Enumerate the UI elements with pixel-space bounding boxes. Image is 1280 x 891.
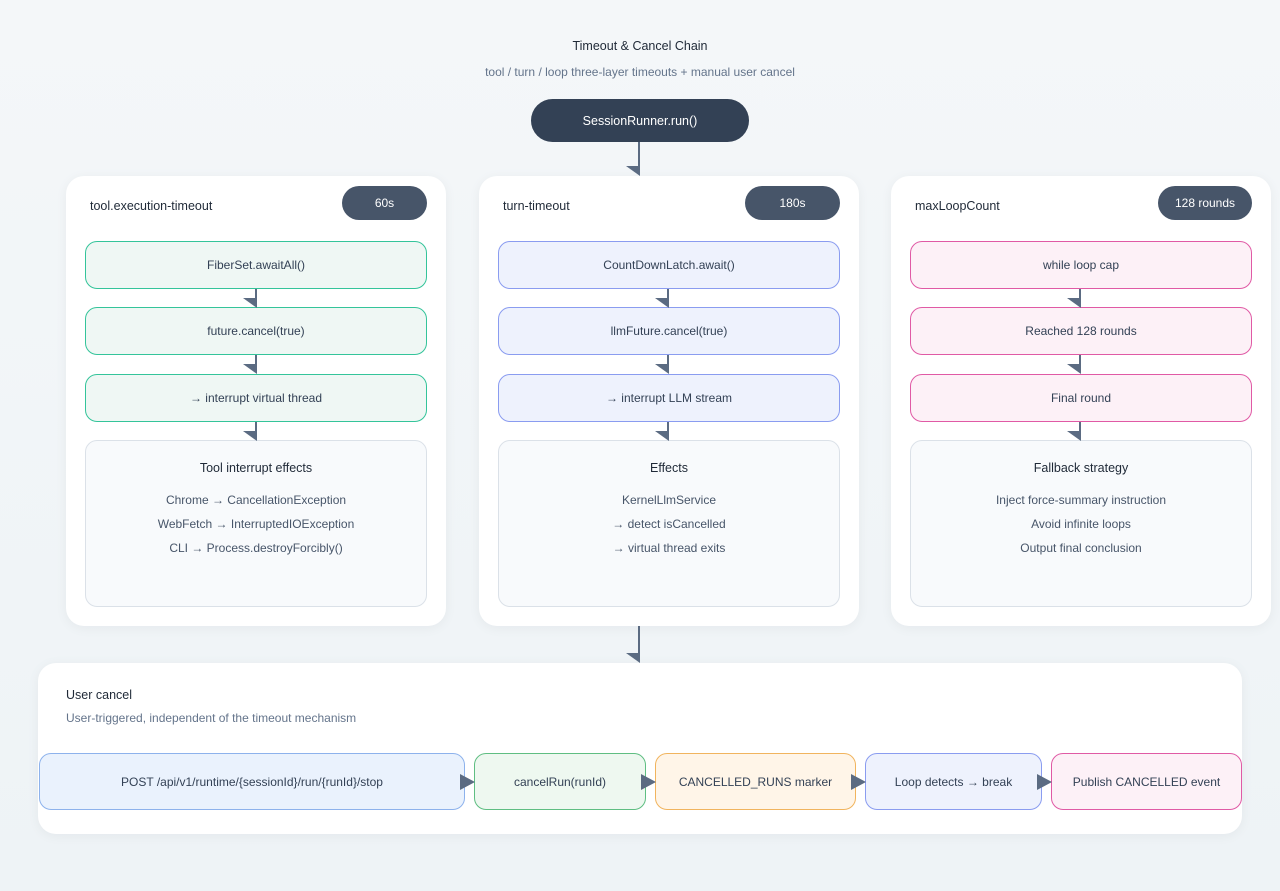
effect-line: KernelLlmService xyxy=(621,493,717,507)
panel-turn-timeout: turn-timeout 180s CountDownLatch.await()… xyxy=(479,176,859,626)
panel-max-loop-count: maxLoopCount 128 rounds while loop cap R… xyxy=(891,176,1271,626)
timeout-badge: 128 rounds xyxy=(1158,186,1252,220)
panel-title: maxLoopCount xyxy=(915,199,1000,213)
effect-line: Output final conclusion xyxy=(1020,541,1142,555)
flow-step: llmFuture.cancel(true) xyxy=(498,307,840,355)
flow-node-stop-endpoint: POST /api/v1/runtime/{sessionId}/run/{ru… xyxy=(39,753,465,810)
effect-line: → virtual thread exits xyxy=(612,541,726,555)
panel-tool-timeout: tool.execution-timeout 60s FiberSet.awai… xyxy=(66,176,446,626)
arrowhead xyxy=(626,166,640,176)
effect-line: Chrome → CancellationException xyxy=(165,493,347,507)
flow-step: Final round xyxy=(910,374,1252,422)
flow-step: CountDownLatch.await() xyxy=(498,241,840,289)
arrowhead xyxy=(626,653,640,663)
flow-step: future.cancel(true) xyxy=(85,307,427,355)
timeout-badge: 180s xyxy=(745,186,840,220)
effect-line: Inject force-summary instruction xyxy=(995,493,1167,507)
flow-step: → interrupt LLM stream xyxy=(498,374,840,422)
effect-line: Avoid infinite loops xyxy=(1031,517,1131,531)
flow-step: while loop cap xyxy=(910,241,1252,289)
effects-box: Tool interrupt effects Chrome → Cancella… xyxy=(85,440,427,607)
flow-node-loop-break: Loop detects → break xyxy=(865,753,1042,810)
effect-line: → detect isCancelled xyxy=(612,517,726,531)
effects-title: Effects xyxy=(650,461,688,475)
flow-node-publish-event: Publish CANCELLED event xyxy=(1051,753,1242,810)
diagram-title: Timeout & Cancel Chain xyxy=(572,39,708,53)
panel-title: turn-timeout xyxy=(503,199,570,213)
diagram-subtitle: tool / turn / loop three-layer timeouts … xyxy=(485,65,795,79)
flow-node-cancel-run: cancelRun(runId) xyxy=(474,753,646,810)
flow-step: FiberSet.awaitAll() xyxy=(85,241,427,289)
flow-step: Reached 128 rounds xyxy=(910,307,1252,355)
user-cancel-subtitle: User-triggered, independent of the timeo… xyxy=(66,711,357,725)
timeout-badge: 60s xyxy=(342,186,427,220)
user-cancel-title: User cancel xyxy=(66,688,132,702)
effect-line: WebFetch → InterruptedIOException xyxy=(157,517,355,531)
effect-line: CLI → Process.destroyForcibly() xyxy=(169,541,343,555)
root-node-session-runner: SessionRunner.run() xyxy=(531,99,749,142)
effects-box: Effects KernelLlmService → detect isCanc… xyxy=(498,440,840,607)
flow-node-cancelled-marker: CANCELLED_RUNS marker xyxy=(655,753,856,810)
effects-box: Fallback strategy Inject force-summary i… xyxy=(910,440,1252,607)
flow-step: → interrupt virtual thread xyxy=(85,374,427,422)
effects-title: Tool interrupt effects xyxy=(199,461,313,475)
effects-title: Fallback strategy xyxy=(1033,461,1129,475)
panel-title: tool.execution-timeout xyxy=(90,199,213,213)
